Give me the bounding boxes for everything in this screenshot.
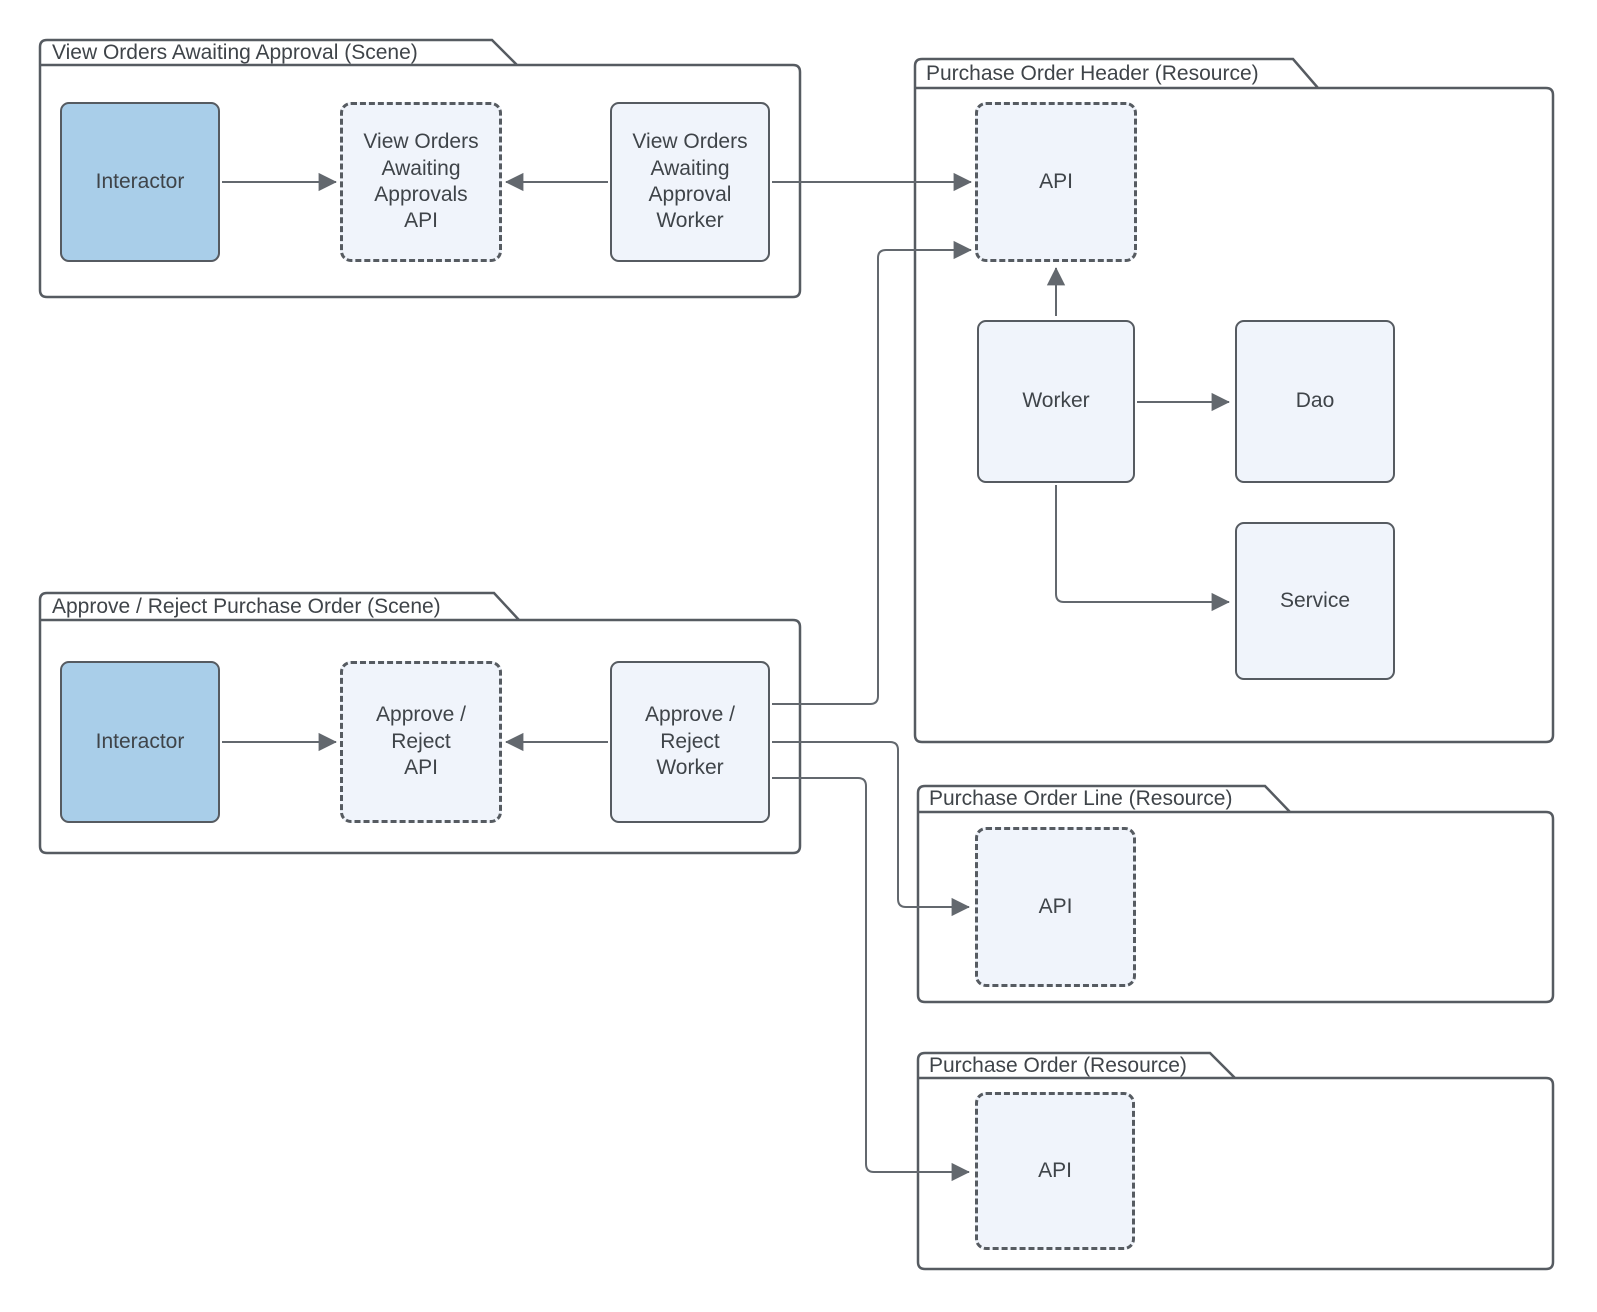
container-label-po-line-resource: Purchase Order Line (Resource) — [929, 787, 1233, 810]
container-label-view-orders-scene: View Orders Awaiting Approval (Scene) — [52, 40, 418, 64]
node-po-header-api: API — [975, 102, 1137, 262]
container-label-po-resource: Purchase Order (Resource) — [929, 1053, 1187, 1077]
container-label-approve-reject-scene: Approve / Reject Purchase Order (Scene) — [52, 594, 441, 618]
container-view-orders-scene — [38, 38, 802, 299]
node-po-line-api: API — [975, 827, 1136, 987]
node-label: Approve / Reject API — [376, 703, 466, 780]
node-label: Dao — [1295, 389, 1335, 413]
node-label: API — [1039, 169, 1073, 193]
node-label: API — [1038, 894, 1073, 918]
node-label: Worker — [1022, 389, 1090, 413]
container-po-line-resource — [916, 784, 1555, 1004]
edge-worker-to-service — [1055, 485, 1230, 612]
node-po-api: API — [975, 1092, 1135, 1250]
node-approve-reject-interactor: Interactor — [60, 661, 220, 823]
node-label: View Orders Awaiting Approval Worker — [632, 130, 748, 233]
node-label: Interactor — [95, 729, 185, 753]
edge-approve-reject-worker-to-po-api — [772, 777, 970, 1182]
container-po-resource — [916, 1051, 1555, 1271]
node-label: Interactor — [95, 169, 185, 193]
node-label: API — [1038, 1158, 1072, 1182]
edge-approve-reject-worker-to-po-header-api — [772, 240, 972, 705]
node-view-orders-awaiting-approvals-api: View Orders Awaiting Approvals API — [340, 102, 502, 262]
node-approve-reject-worker: Approve / Reject Worker — [610, 661, 770, 823]
edge-approve-reject-worker-to-po-line-api — [772, 741, 970, 917]
container-approve-reject-scene — [38, 591, 802, 855]
container-po-header-resource — [913, 57, 1555, 744]
container-label-po-header-resource: Purchase Order Header (Resource) — [926, 61, 1259, 85]
node-view-orders-awaiting-approval-worker: View Orders Awaiting Approval Worker — [610, 102, 770, 262]
node-label: Approve / Reject Worker — [645, 703, 735, 780]
node-po-header-service: Service — [1235, 522, 1395, 680]
node-po-header-dao: Dao — [1235, 320, 1395, 483]
node-label: View Orders Awaiting Approvals API — [363, 130, 479, 233]
node-approve-reject-api: Approve / Reject API — [340, 661, 502, 823]
node-view-orders-interactor: Interactor — [60, 102, 220, 262]
node-label: Service — [1279, 588, 1351, 612]
node-po-header-worker: Worker — [977, 320, 1135, 483]
